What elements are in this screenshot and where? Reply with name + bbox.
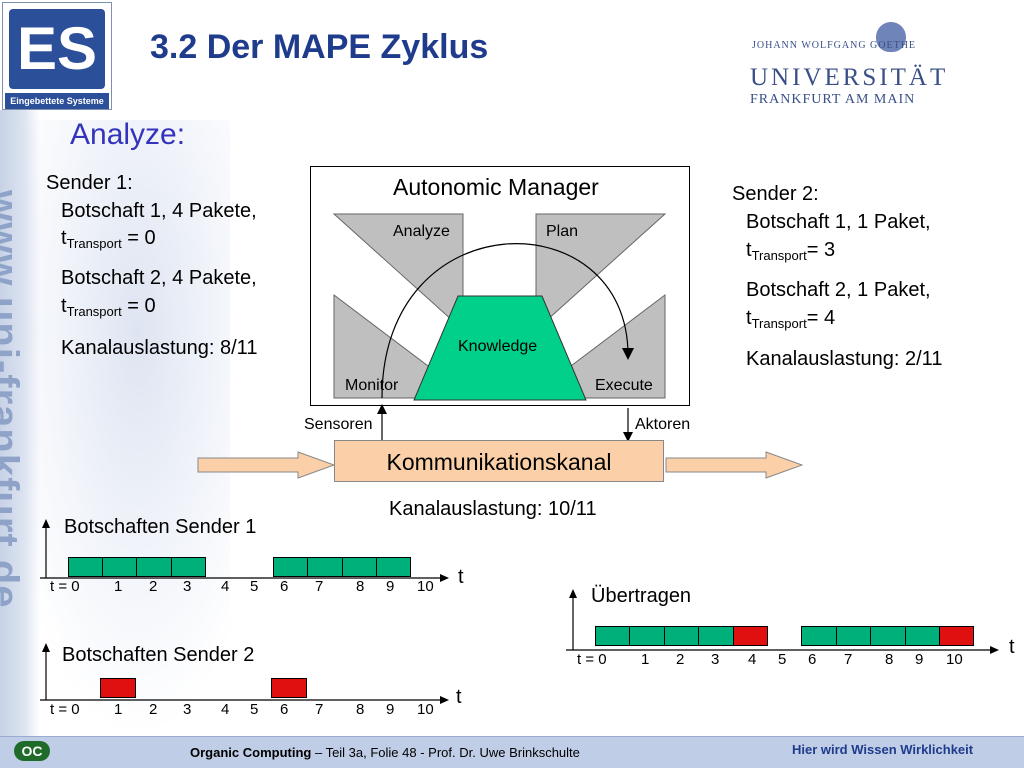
oc-logo-icon: OC	[14, 741, 50, 761]
timeline2-tick-label: 4	[221, 701, 230, 718]
timeline3-tick-label: 10	[946, 651, 963, 668]
timeline2-tick-label: 7	[315, 701, 324, 718]
watermark-portrait	[0, 120, 230, 730]
timeline3-tick-label: 9	[915, 651, 924, 668]
plan-label: Plan	[546, 223, 579, 240]
timeline2-packet	[100, 678, 136, 698]
aktoren-label: Aktoren	[635, 416, 691, 433]
sender1-msg1: Botschaft 1, 4 Pakete,	[61, 200, 257, 222]
knowledge-label: Knowledge	[458, 338, 538, 355]
sender1-title: Sender 1:	[46, 172, 133, 194]
monitor-label: Monitor	[345, 377, 399, 394]
uni-logo-line2: UNIVERSITÄT	[750, 64, 949, 91]
sender2-msg1-transport: tTransport= 3	[746, 239, 836, 263]
timeline1-tick-label: 2	[149, 578, 158, 595]
sender2-load: Kanalauslastung: 2/11	[746, 348, 943, 370]
section-heading: Analyze:	[70, 118, 186, 151]
timeline2-tick-label: t = 0	[50, 701, 80, 718]
timeline3-tick-label: 3	[711, 651, 720, 668]
plan-shape	[535, 213, 667, 332]
timeline1-title: Botschaften Sender 1	[64, 516, 257, 538]
timeline3-tick-label: t = 0	[577, 651, 607, 668]
timeline2-tick-label: 5	[250, 701, 259, 718]
input-arrow	[197, 451, 336, 479]
sender2-msg2-transport: tTransport= 4	[746, 307, 836, 331]
sensoren-label: Sensoren	[304, 416, 373, 433]
footer-bar	[0, 736, 1024, 768]
timeline3-tick-label: 7	[844, 651, 853, 668]
timeline2-tick-label: 2	[149, 701, 158, 718]
sender1-msg1-transport: tTransport = 0	[61, 227, 156, 251]
sender1-msg2-transport: tTransport = 0	[61, 295, 156, 319]
timeline1-packet	[170, 557, 206, 577]
timeline1-tick-label: t = 0	[50, 578, 80, 595]
uni-logo-line3: FRANKFURT AM MAIN	[750, 92, 916, 107]
goethe-portrait-icon	[876, 22, 906, 52]
cycle-arrowhead	[622, 348, 634, 360]
uni-logo-line1: JOHANN WOLFGANG GOETHE	[752, 40, 917, 51]
timeline3-tick-label: 8	[885, 651, 894, 668]
es-logo: ES Eingebettete Systeme	[2, 2, 112, 110]
timeline3-packet	[939, 626, 975, 646]
timeline2-packet	[271, 678, 307, 698]
sender2-title: Sender 2:	[732, 183, 819, 205]
timeline3-tick-label: 4	[748, 651, 757, 668]
timeline1-tick-label: 6	[280, 578, 289, 595]
side-band	[0, 110, 40, 738]
cycle-arc	[381, 243, 629, 399]
sender2-msg1: Botschaft 1, 1 Paket,	[746, 211, 931, 233]
timeline2-tick-label: 8	[356, 701, 365, 718]
analyze-shape	[332, 213, 464, 332]
timeline2-tick-label: 10	[417, 701, 434, 718]
sender1-load: Kanalauslastung: 8/11	[61, 337, 258, 359]
kommunikationskanal-box: Kommunikationskanal	[334, 440, 664, 482]
output-arrow	[665, 451, 804, 479]
timeline1-tick-label: 5	[250, 578, 259, 595]
knowledge-shape	[413, 295, 587, 401]
timeline1-tick-label: 1	[114, 578, 123, 595]
timeline2-axis-label: t	[456, 686, 462, 708]
timeline3-tick-label: 1	[641, 651, 650, 668]
timeline1-tick-label: 7	[315, 578, 324, 595]
execute-label: Execute	[595, 377, 653, 394]
footer-slogan: Hier wird Wissen Wirklichkeit	[792, 742, 974, 757]
timeline3-tick-label: 5	[778, 651, 787, 668]
timeline2-tick-label: 1	[114, 701, 123, 718]
university-logo: JOHANN WOLFGANG GOETHE UNIVERSITÄT FRANK…	[748, 22, 958, 112]
timeline1-packet	[375, 557, 411, 577]
timeline3-title: Übertragen	[591, 585, 692, 607]
timeline3-packet	[732, 626, 768, 646]
timeline1-tick-label: 10	[417, 578, 434, 595]
timeline1-axis-label: t	[458, 566, 464, 588]
es-logo-text: ES	[9, 9, 105, 89]
analyze-label: Analyze	[393, 223, 450, 240]
timeline2-tick-label: 6	[280, 701, 289, 718]
watermark-url: www.uni-frankfurt.de	[0, 190, 26, 609]
timeline1-tick-label: 9	[386, 578, 395, 595]
timeline2-title: Botschaften Sender 2	[62, 644, 255, 666]
timeline2-tick-label: 3	[183, 701, 192, 718]
timeline3-tick-label: 2	[676, 651, 685, 668]
kanal-load: Kanalauslastung: 10/11	[389, 498, 597, 520]
sender2-msg2: Botschaft 2, 1 Paket,	[746, 279, 931, 301]
es-logo-caption: Eingebettete Systeme	[5, 93, 109, 109]
sender1-msg2: Botschaft 2, 4 Pakete,	[61, 267, 257, 289]
timeline1-tick-label: 8	[356, 578, 365, 595]
timeline2-tick-label: 9	[386, 701, 395, 718]
timeline3-axis-label: t	[1009, 636, 1015, 658]
timeline1-tick-label: 4	[221, 578, 230, 595]
timeline1-tick-label: 3	[183, 578, 192, 595]
autonomic-manager-title: Autonomic Manager	[393, 174, 599, 200]
slide-title: 3.2 Der MAPE Zyklus	[150, 28, 489, 66]
footer-info: Organic Computing – Teil 3a, Folie 48 - …	[190, 745, 580, 760]
timeline3-tick-label: 6	[808, 651, 817, 668]
